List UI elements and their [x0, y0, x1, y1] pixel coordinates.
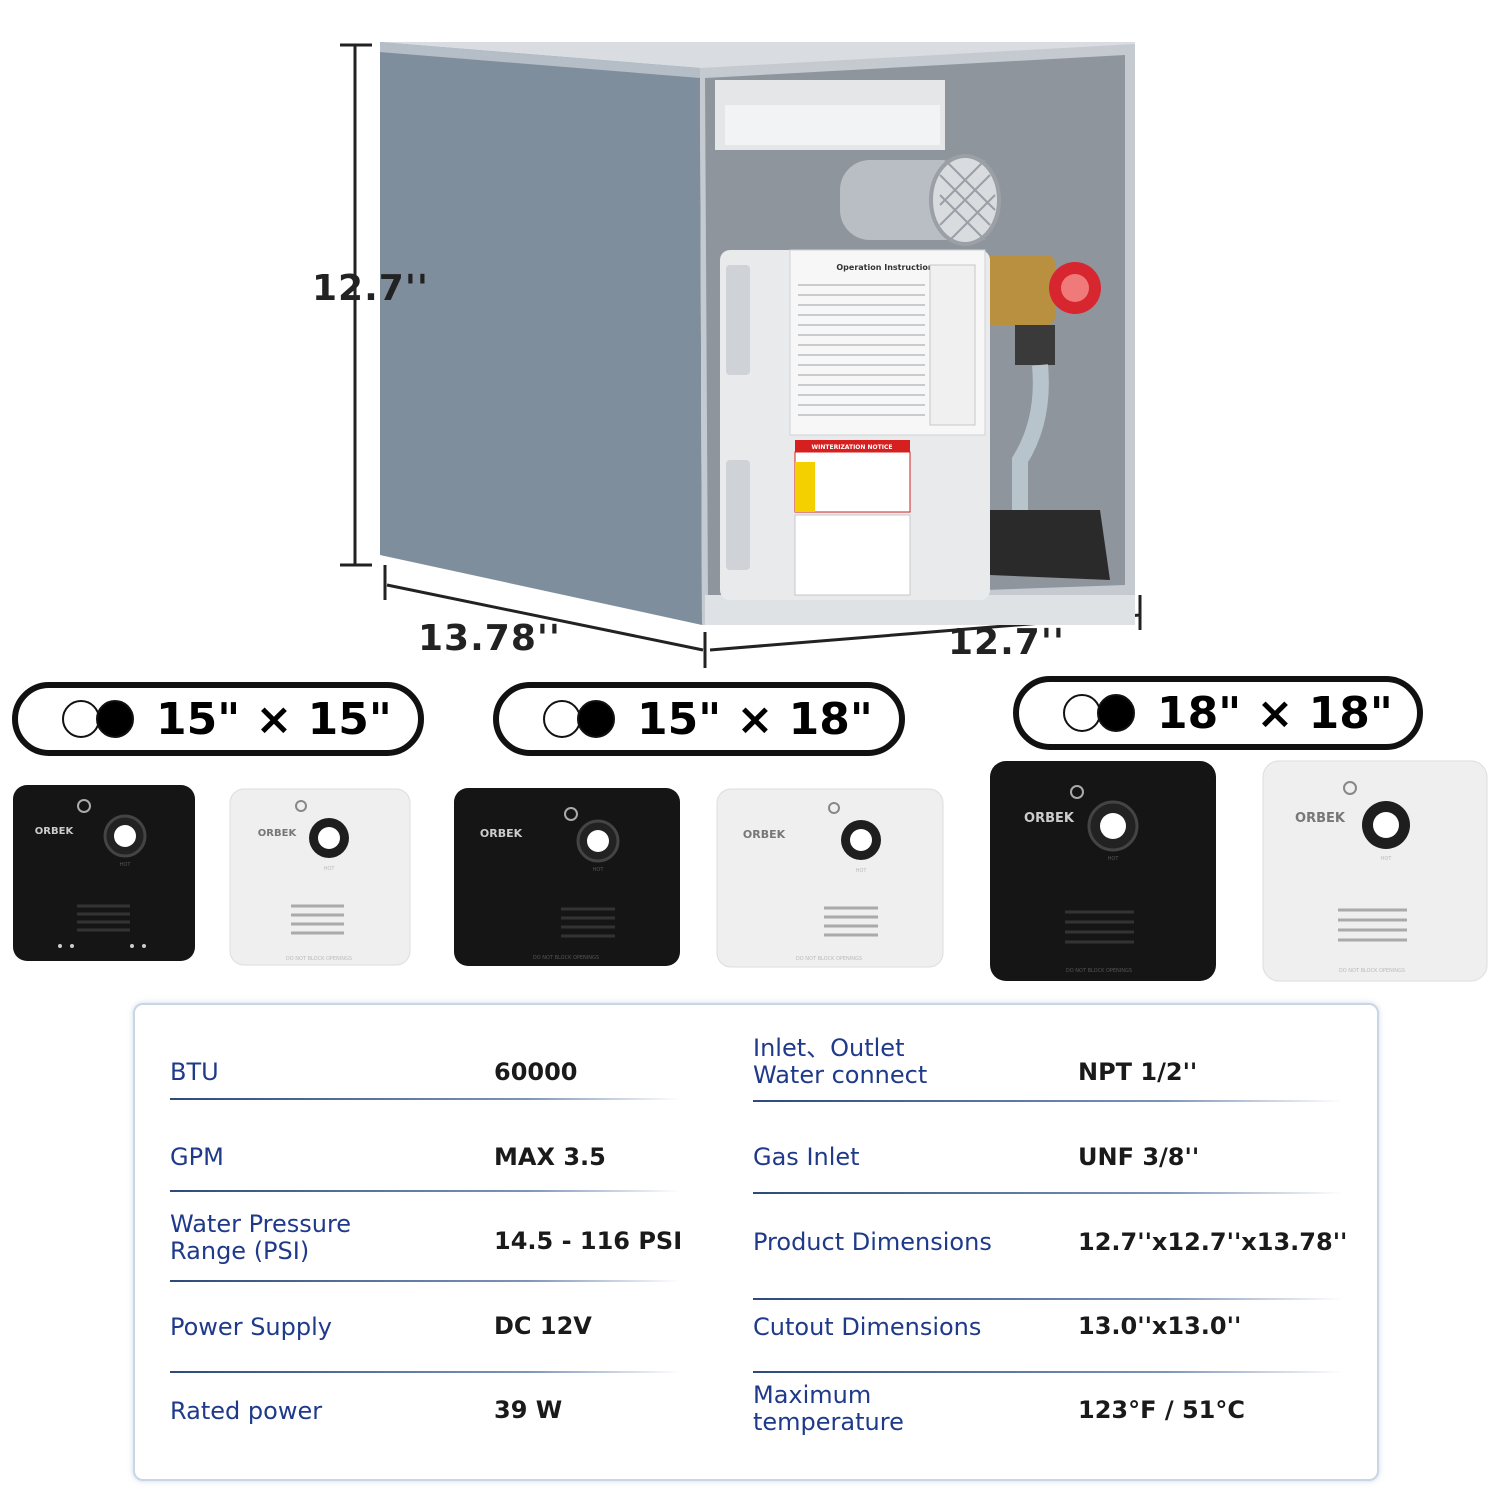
spec-label-water-connect: Inlet、Outlet Water connect: [753, 1034, 928, 1089]
spec-label-water-pressure: Water Pressure Range (PSI): [170, 1210, 352, 1265]
size-label: 15" × 18": [637, 693, 873, 745]
width-dimension: 12.7'': [948, 622, 1065, 663]
brand-logo: ORBEK: [35, 826, 75, 837]
warning-text: DO NOT BLOCK OPENINGS: [1066, 968, 1132, 974]
divider: [170, 1190, 680, 1192]
door-18x18-black: ORBEK HOT DO NOT BLOCK OPENINGS: [989, 760, 1217, 982]
spec-value-rated-power: 39 W: [494, 1396, 563, 1424]
hot-label: HOT: [1108, 856, 1120, 862]
winterization-title: WINTERIZATION NOTICE: [812, 444, 893, 451]
size-option-15x15: 15" × 15": [12, 682, 424, 756]
white-color-icon: [543, 700, 581, 738]
spec-value-water-pressure: 14.5 - 116 PSI: [494, 1227, 683, 1255]
spec-label-gpm: GPM: [170, 1143, 224, 1171]
warning-text: DO NOT BLOCK OPENINGS: [533, 955, 599, 961]
size-option-18x18: 18" × 18": [1013, 676, 1423, 750]
black-color-icon: [96, 700, 134, 738]
warning-text: DO NOT BLOCK OPENINGS: [286, 956, 352, 962]
door-15x18-white: ORBEK HOT DO NOT BLOCK OPENINGS: [716, 788, 944, 968]
spec-value-power-supply: DC 12V: [494, 1312, 592, 1340]
spec-label-product-dimensions: Product Dimensions: [753, 1228, 992, 1256]
brand-logo: ORBEK: [1295, 811, 1346, 826]
white-color-icon: [1063, 694, 1101, 732]
brand-logo: ORBEK: [743, 828, 786, 841]
divider: [753, 1371, 1343, 1373]
divider: [753, 1100, 1343, 1102]
warning-text: DO NOT BLOCK OPENINGS: [1339, 968, 1405, 974]
brand-logo: ORBEK: [480, 827, 523, 840]
water-heater-illustration: Operation Instruction WINTERIZATION NOTI…: [0, 0, 1500, 670]
spec-label-gas-inlet: Gas Inlet: [753, 1143, 860, 1171]
divider: [170, 1280, 680, 1282]
spec-label-max-temperature: Maximum temperature: [753, 1381, 904, 1436]
black-color-icon: [1097, 694, 1135, 732]
spec-value-gpm: MAX 3.5: [494, 1143, 606, 1171]
specifications-table: BTU 60000 GPM MAX 3.5 Water Pressure Ran…: [133, 1003, 1379, 1481]
water-heater-image: Operation Instruction WINTERIZATION NOTI…: [340, 42, 1142, 668]
spec-label-btu: BTU: [170, 1058, 219, 1086]
white-color-icon: [62, 700, 100, 738]
door-15x15-black: ORBEK HOT: [12, 784, 196, 962]
spec-label-rated-power: Rated power: [170, 1397, 323, 1425]
divider: [753, 1192, 1343, 1194]
size-label: 15" × 15": [156, 693, 392, 745]
door-18x18-white: ORBEK HOT DO NOT BLOCK OPENINGS: [1262, 760, 1488, 982]
black-color-icon: [577, 700, 615, 738]
divider: [170, 1098, 680, 1100]
brand-logo: ORBEK: [1024, 811, 1075, 826]
hot-label: HOT: [324, 866, 336, 872]
divider: [170, 1371, 680, 1373]
divider: [753, 1298, 1343, 1300]
spec-value-max-temperature: 123°F / 51°C: [1078, 1396, 1245, 1424]
height-dimension: 12.7'': [312, 268, 429, 309]
spec-value-btu: 60000: [494, 1058, 578, 1086]
panel-title: Operation Instruction: [836, 263, 934, 272]
brand-logo: ORBEK: [258, 828, 298, 839]
spec-label-power-supply: Power Supply: [170, 1313, 332, 1341]
spec-value-cutout-dimensions: 13.0''x13.0'': [1078, 1312, 1242, 1340]
hot-label: HOT: [120, 862, 132, 868]
warning-text: DO NOT BLOCK OPENINGS: [796, 956, 862, 962]
spec-label-cutout-dimensions: Cutout Dimensions: [753, 1313, 982, 1341]
size-option-15x18: 15" × 18": [493, 682, 905, 756]
spec-value-product-dimensions: 12.7''x12.7''x13.78'': [1078, 1228, 1348, 1256]
hot-label: HOT: [856, 868, 868, 874]
door-15x15-white: ORBEK HOT DO NOT BLOCK OPENINGS: [229, 788, 411, 966]
spec-value-water-connect: NPT 1/2'': [1078, 1058, 1198, 1086]
spec-value-gas-inlet: UNF 3/8'': [1078, 1143, 1200, 1171]
hot-label: HOT: [1381, 856, 1393, 862]
hot-label: HOT: [593, 867, 605, 873]
door-15x18-black: ORBEK HOT DO NOT BLOCK OPENINGS: [453, 787, 681, 967]
depth-dimension: 13.78'': [418, 618, 561, 659]
size-label: 18" × 18": [1157, 687, 1393, 739]
